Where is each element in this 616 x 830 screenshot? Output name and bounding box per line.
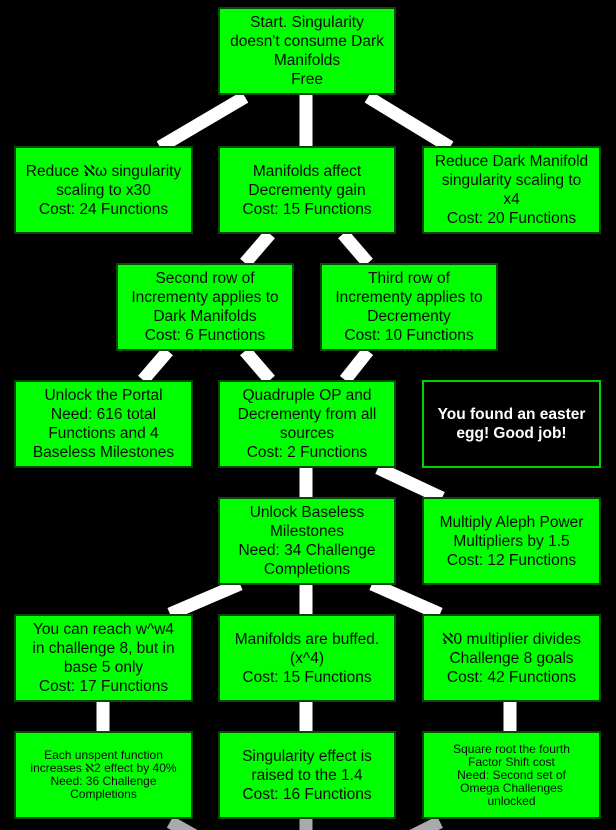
upgrade-second-row-incrementy[interactable]: Second row of Incrementy applies to Dark M… — [116, 263, 294, 351]
node-text-line: Milestones — [269, 523, 345, 540]
node-text-line: egg! Good job! — [456, 425, 567, 442]
connector-quadruple-aleph-power — [375, 462, 445, 504]
node-text-line: Completions — [70, 787, 137, 801]
node-text-line: doesn't consume Dark — [230, 33, 384, 50]
node-text-line: Cost: 17 Functions — [38, 678, 169, 695]
connector-start-reduce-omega — [156, 91, 249, 153]
node-text-line: Cost: 12 Functions — [446, 551, 577, 569]
node-text-line: Each unspent function — [44, 748, 163, 762]
easter-egg-box: You found an easter egg! Good job! — [422, 380, 601, 468]
node-text-line: Manifolds — [273, 52, 341, 69]
connector-square-root-below — [409, 816, 443, 830]
node-text-line: Cost: 2 Functions — [246, 444, 368, 461]
node-text-line: Manifolds are buffed. — [234, 630, 380, 648]
node-text-line: (x^4) — [290, 649, 324, 667]
node-text-line: x4 — [503, 191, 520, 208]
node-text-line: Free — [291, 71, 323, 88]
node-text-line: Challenge 8 goals — [449, 649, 574, 667]
node-text-line: You can reach w^w4 — [32, 621, 175, 638]
node-text-line: Cost: 20 Functions — [446, 210, 577, 227]
node-text-line: Second row of — [155, 270, 255, 287]
node-text-line: Square root the fourth — [453, 741, 570, 756]
upgrade-reduce-dark-manifold-scaling[interactable]: Reduce Dark Manifold singularity scaling … — [422, 146, 601, 234]
node-text-line: Completions — [263, 561, 351, 578]
node-text-line: Singularity effect is — [242, 747, 372, 765]
connector-second-row-portal — [138, 346, 173, 385]
node-text-line: scaling to x30 — [56, 181, 151, 199]
node-text-line: base 5 only — [63, 659, 144, 676]
connector-unspent-below — [166, 816, 198, 830]
upgrade-reach-w4[interactable]: You can reach w^w4 in challenge 8, but in… — [14, 614, 193, 702]
node-text-line: Decrementy — [367, 308, 451, 325]
node-text-line: Unlock the Portal — [44, 387, 163, 404]
node-text-line: Incrementy applies to — [335, 289, 483, 306]
connector-manifolds-third-row — [338, 229, 373, 268]
node-text-line: Need: 34 Challenge — [238, 542, 376, 559]
node-text-line: Cost: 15 Functions — [242, 200, 372, 218]
node-text-line: Cost: 10 Functions — [344, 327, 474, 344]
node-text-line: Unlock Baseless — [249, 504, 365, 521]
node-text-line: raised to the 1.4 — [251, 766, 363, 784]
connector-third-row-quadruple — [339, 346, 374, 385]
connector-baseless-aleph0 — [369, 578, 443, 620]
node-text-line: Omega Challenges — [460, 780, 563, 795]
node-text-line: Third row of — [368, 270, 450, 287]
node-text-line: Multiply Aleph Power — [439, 513, 584, 531]
connector-manifolds-second-row — [240, 229, 275, 268]
node-text-line: Need: Second set of — [457, 767, 566, 782]
node-text-line: Need: 36 Challenge — [50, 774, 157, 788]
node-text-line: sources — [279, 425, 335, 442]
node-text-line: Decrementy from all — [237, 406, 377, 423]
node-text-line: singularity scaling to — [441, 172, 582, 189]
node-text-line: Cost: 6 Functions — [144, 327, 266, 344]
node-text-line: Cost: 16 Functions — [242, 785, 372, 803]
connector-baseless-reach-w4 — [167, 578, 243, 620]
node-text-line: Baseless Milestones — [32, 444, 175, 461]
node-text-line: Cost: 42 Functions — [446, 668, 577, 686]
node-text-line: Need: 616 total — [50, 406, 157, 423]
connector-start-reduce-dark — [364, 91, 454, 153]
node-text-line: Cost: 15 Functions — [242, 668, 372, 686]
node-text-line: increases ℵ2 effect by 40% — [30, 761, 177, 775]
node-text-line: ℵ0 multiplier divides — [441, 630, 582, 648]
node-text-line: Incrementy applies to — [131, 289, 279, 306]
node-text-line: Start. Singularity — [250, 14, 364, 31]
node-text-line: Decrementy gain — [248, 181, 366, 199]
node-text-line: in challenge 8, but in — [32, 640, 175, 657]
node-text-line: You found an easter — [437, 406, 586, 423]
node-text-line: Reduce ℵω singularity — [25, 162, 182, 180]
node-text-line: Cost: 24 Functions — [38, 200, 169, 218]
node-text-line: Manifolds affect — [252, 162, 362, 180]
connector-second-row-quadruple — [240, 346, 275, 385]
node-text-line: Quadruple OP and — [242, 387, 372, 404]
node-text-line: Functions and 4 — [48, 425, 159, 442]
node-text-line: Factor Shift cost — [468, 754, 555, 769]
node-text-line: Reduce Dark Manifold — [434, 153, 589, 170]
upgrade-manifolds-buffed[interactable]: Manifolds are buffed.(x^4)Cost: 15 Funct… — [218, 614, 396, 702]
node-text-line: Multipliers by 1.5 — [453, 532, 570, 550]
node-text-line: Dark Manifolds — [153, 308, 257, 325]
node-text-line: unlocked — [487, 793, 536, 808]
upgrade-third-row-incrementy[interactable]: Third row of Incrementy applies to Decreme… — [320, 263, 498, 351]
